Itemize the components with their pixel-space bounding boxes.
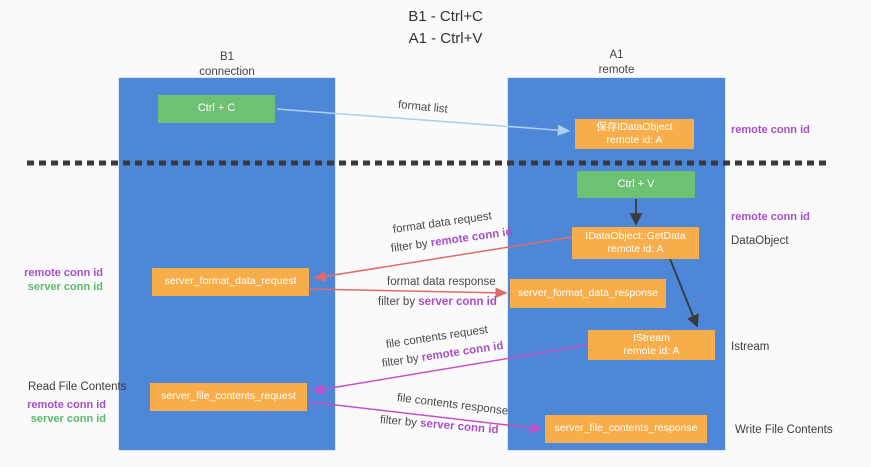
node-save-idataobject: 保存IDataObject remote id: A bbox=[575, 119, 694, 149]
node-save-idataobject-line1: 保存IDataObject bbox=[596, 120, 673, 133]
right-label-remote-conn-id-1: remote conn id bbox=[731, 124, 810, 136]
node-server-file-contents-response: server_file_contents_response bbox=[545, 415, 707, 443]
label-file-contents-response: file contents response bbox=[396, 392, 509, 418]
lane-a1-role: remote bbox=[598, 63, 635, 76]
lane-header-b1: B1 connection bbox=[119, 50, 335, 80]
node-server-file-contents-request: server_file_contents_request bbox=[150, 383, 307, 411]
node-getdata-line1: IDataObject::GetData bbox=[585, 229, 686, 242]
node-idataobject-getdata: IDataObject::GetData remote id: A bbox=[572, 227, 699, 259]
left-conn-id-block-bottom: remote conn id server conn id bbox=[16, 398, 106, 427]
node-server-format-data-request: server_format_data_request bbox=[152, 268, 309, 296]
title-line-1: B1 - Ctrl+C bbox=[408, 8, 483, 25]
node-server-file-contents-request-label: server_file_contents_request bbox=[161, 390, 296, 403]
filter-by-text: filter by bbox=[381, 352, 423, 370]
left-label-read-file-contents: Read File Contents bbox=[28, 381, 127, 393]
left-label-server-conn-id-2: server conn id bbox=[30, 413, 106, 426]
left-conn-id-block-mid: remote conn id server conn id bbox=[14, 266, 103, 295]
right-label-write-file-contents: Write File Contents bbox=[735, 424, 833, 436]
node-istream: IStream remote id: A bbox=[588, 330, 715, 360]
node-getdata-line2: remote id: A bbox=[607, 243, 664, 255]
arrow-format-data-response bbox=[308, 287, 508, 299]
label-filter-by-server-1: filter by server conn id bbox=[378, 296, 497, 308]
label-format-data-response: format data response bbox=[387, 276, 496, 288]
lane-header-a1: A1 remote bbox=[508, 48, 725, 78]
title-line-2: A1 - Ctrl+V bbox=[408, 29, 483, 47]
diagram-title: B1 - Ctrl+C A1 - Ctrl+V bbox=[20, 6, 871, 50]
left-label-server-conn-id-1: server conn id bbox=[27, 281, 103, 294]
label-format-list: format list bbox=[397, 99, 449, 116]
lane-b1-role: connection bbox=[199, 65, 255, 78]
right-label-remote-conn-id-2: remote conn id bbox=[731, 211, 810, 223]
right-label-dataobject: DataObject bbox=[731, 235, 789, 247]
label-filter-by-server-2: filter by server conn id bbox=[379, 414, 498, 436]
node-ctrl-v-label: Ctrl + V bbox=[617, 177, 655, 190]
remote-conn-id-text: remote conn id bbox=[430, 225, 514, 250]
node-ctrl-c-label: Ctrl + C bbox=[197, 102, 236, 115]
filter-by-text: filter by bbox=[390, 237, 432, 255]
node-server-format-data-request-label: server_format_data_request bbox=[164, 275, 297, 288]
lane-b1-name: B1 bbox=[219, 51, 235, 63]
node-server-file-contents-response-label: server_file_contents_response bbox=[554, 422, 698, 435]
node-save-idataobject-line2: remote id: A bbox=[606, 134, 663, 146]
server-conn-id-text: server conn id bbox=[418, 296, 497, 308]
left-label-remote-conn-id-1: remote conn id bbox=[24, 267, 103, 279]
filter-by-text: filter by bbox=[379, 414, 421, 430]
node-istream-line2: remote id: A bbox=[623, 345, 680, 357]
right-label-istream: Istream bbox=[731, 341, 770, 353]
node-server-format-data-response-label: server_format_data_response bbox=[517, 286, 659, 299]
node-server-format-data-response: server_format_data_response bbox=[510, 279, 666, 308]
filter-by-text: filter by bbox=[378, 296, 419, 308]
left-label-remote-conn-id-2: remote conn id bbox=[27, 399, 106, 411]
server-conn-id-text: server conn id bbox=[419, 417, 499, 437]
node-ctrl-v: Ctrl + V bbox=[577, 171, 695, 198]
lane-a1-name: A1 bbox=[609, 49, 624, 61]
node-istream-line1: IStream bbox=[633, 331, 670, 344]
node-ctrl-c: Ctrl + C bbox=[158, 95, 275, 123]
